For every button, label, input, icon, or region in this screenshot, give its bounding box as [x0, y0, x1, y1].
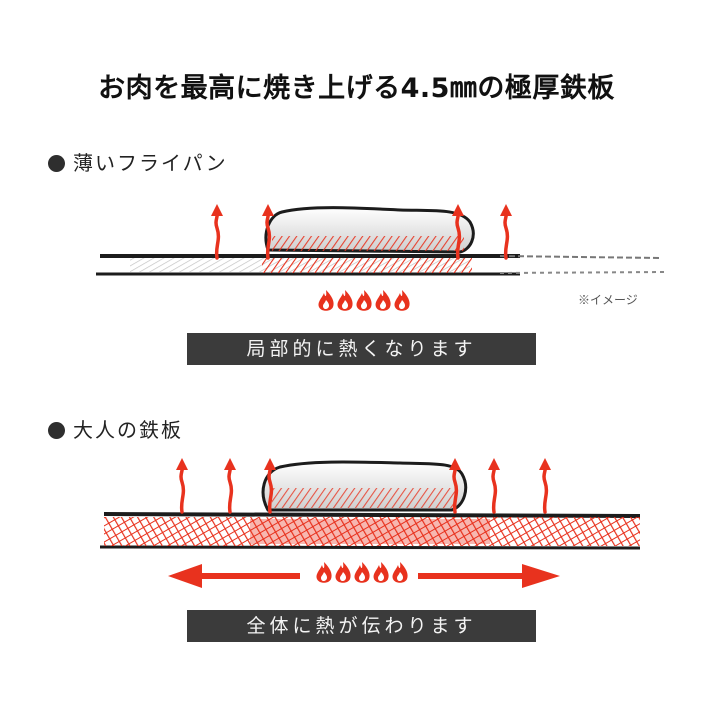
flame-icon: [375, 290, 391, 311]
pan-fade-line: [499, 255, 661, 259]
flame-icon: [318, 290, 334, 311]
flame-icon: [335, 562, 351, 583]
thick-plate-top-line: [103, 512, 641, 518]
flame-icon: [394, 290, 410, 311]
thick-plate-hot-core: [250, 519, 490, 544]
section-heading-label: 薄いフライパン: [73, 151, 228, 175]
flame-icon: [337, 290, 353, 311]
burner-flames: [316, 562, 408, 583]
page-title: お肉を最高に焼き上げる4.5㎜の極厚鉄板: [98, 73, 615, 104]
flame-icon: [373, 562, 389, 583]
thick-plate-bottom-line: [99, 545, 641, 550]
meat-seared-bottom: [272, 236, 464, 251]
thick-plate-heat: [104, 517, 640, 546]
heat-arrow-icon: [209, 202, 225, 260]
bullet-dot-icon: [48, 155, 65, 172]
section-heading-thin-pan: 薄いフライパン: [48, 147, 228, 176]
flame-icon: [316, 562, 332, 583]
section-heading-label: 大人の鉄板: [73, 418, 183, 442]
heat-arrow-icon: [222, 456, 238, 514]
heat-arrow-icon: [537, 456, 553, 514]
flame-icon: [354, 562, 370, 583]
caption-local-heat: 局部的に熱くなります: [187, 333, 536, 365]
image-note: ※イメージ: [578, 293, 638, 307]
flame-icon: [356, 290, 372, 311]
caption-even-heat: 全体に熱が伝わります: [187, 610, 536, 642]
heat-arrow-icon: [498, 202, 514, 260]
double-arrow-icon: [168, 564, 560, 588]
meat-evenly-cooked: [272, 488, 456, 508]
bullet-dot-icon: [48, 422, 65, 439]
flame-icon: [392, 562, 408, 583]
burner-flames: [318, 290, 410, 311]
heat-arrow-icon: [174, 456, 190, 514]
pan-fade-line: [499, 271, 666, 274]
heat-arrow-icon: [486, 456, 502, 514]
section-heading-thick-plate: 大人の鉄板: [48, 414, 183, 443]
local-hot-spot: [262, 258, 472, 273]
